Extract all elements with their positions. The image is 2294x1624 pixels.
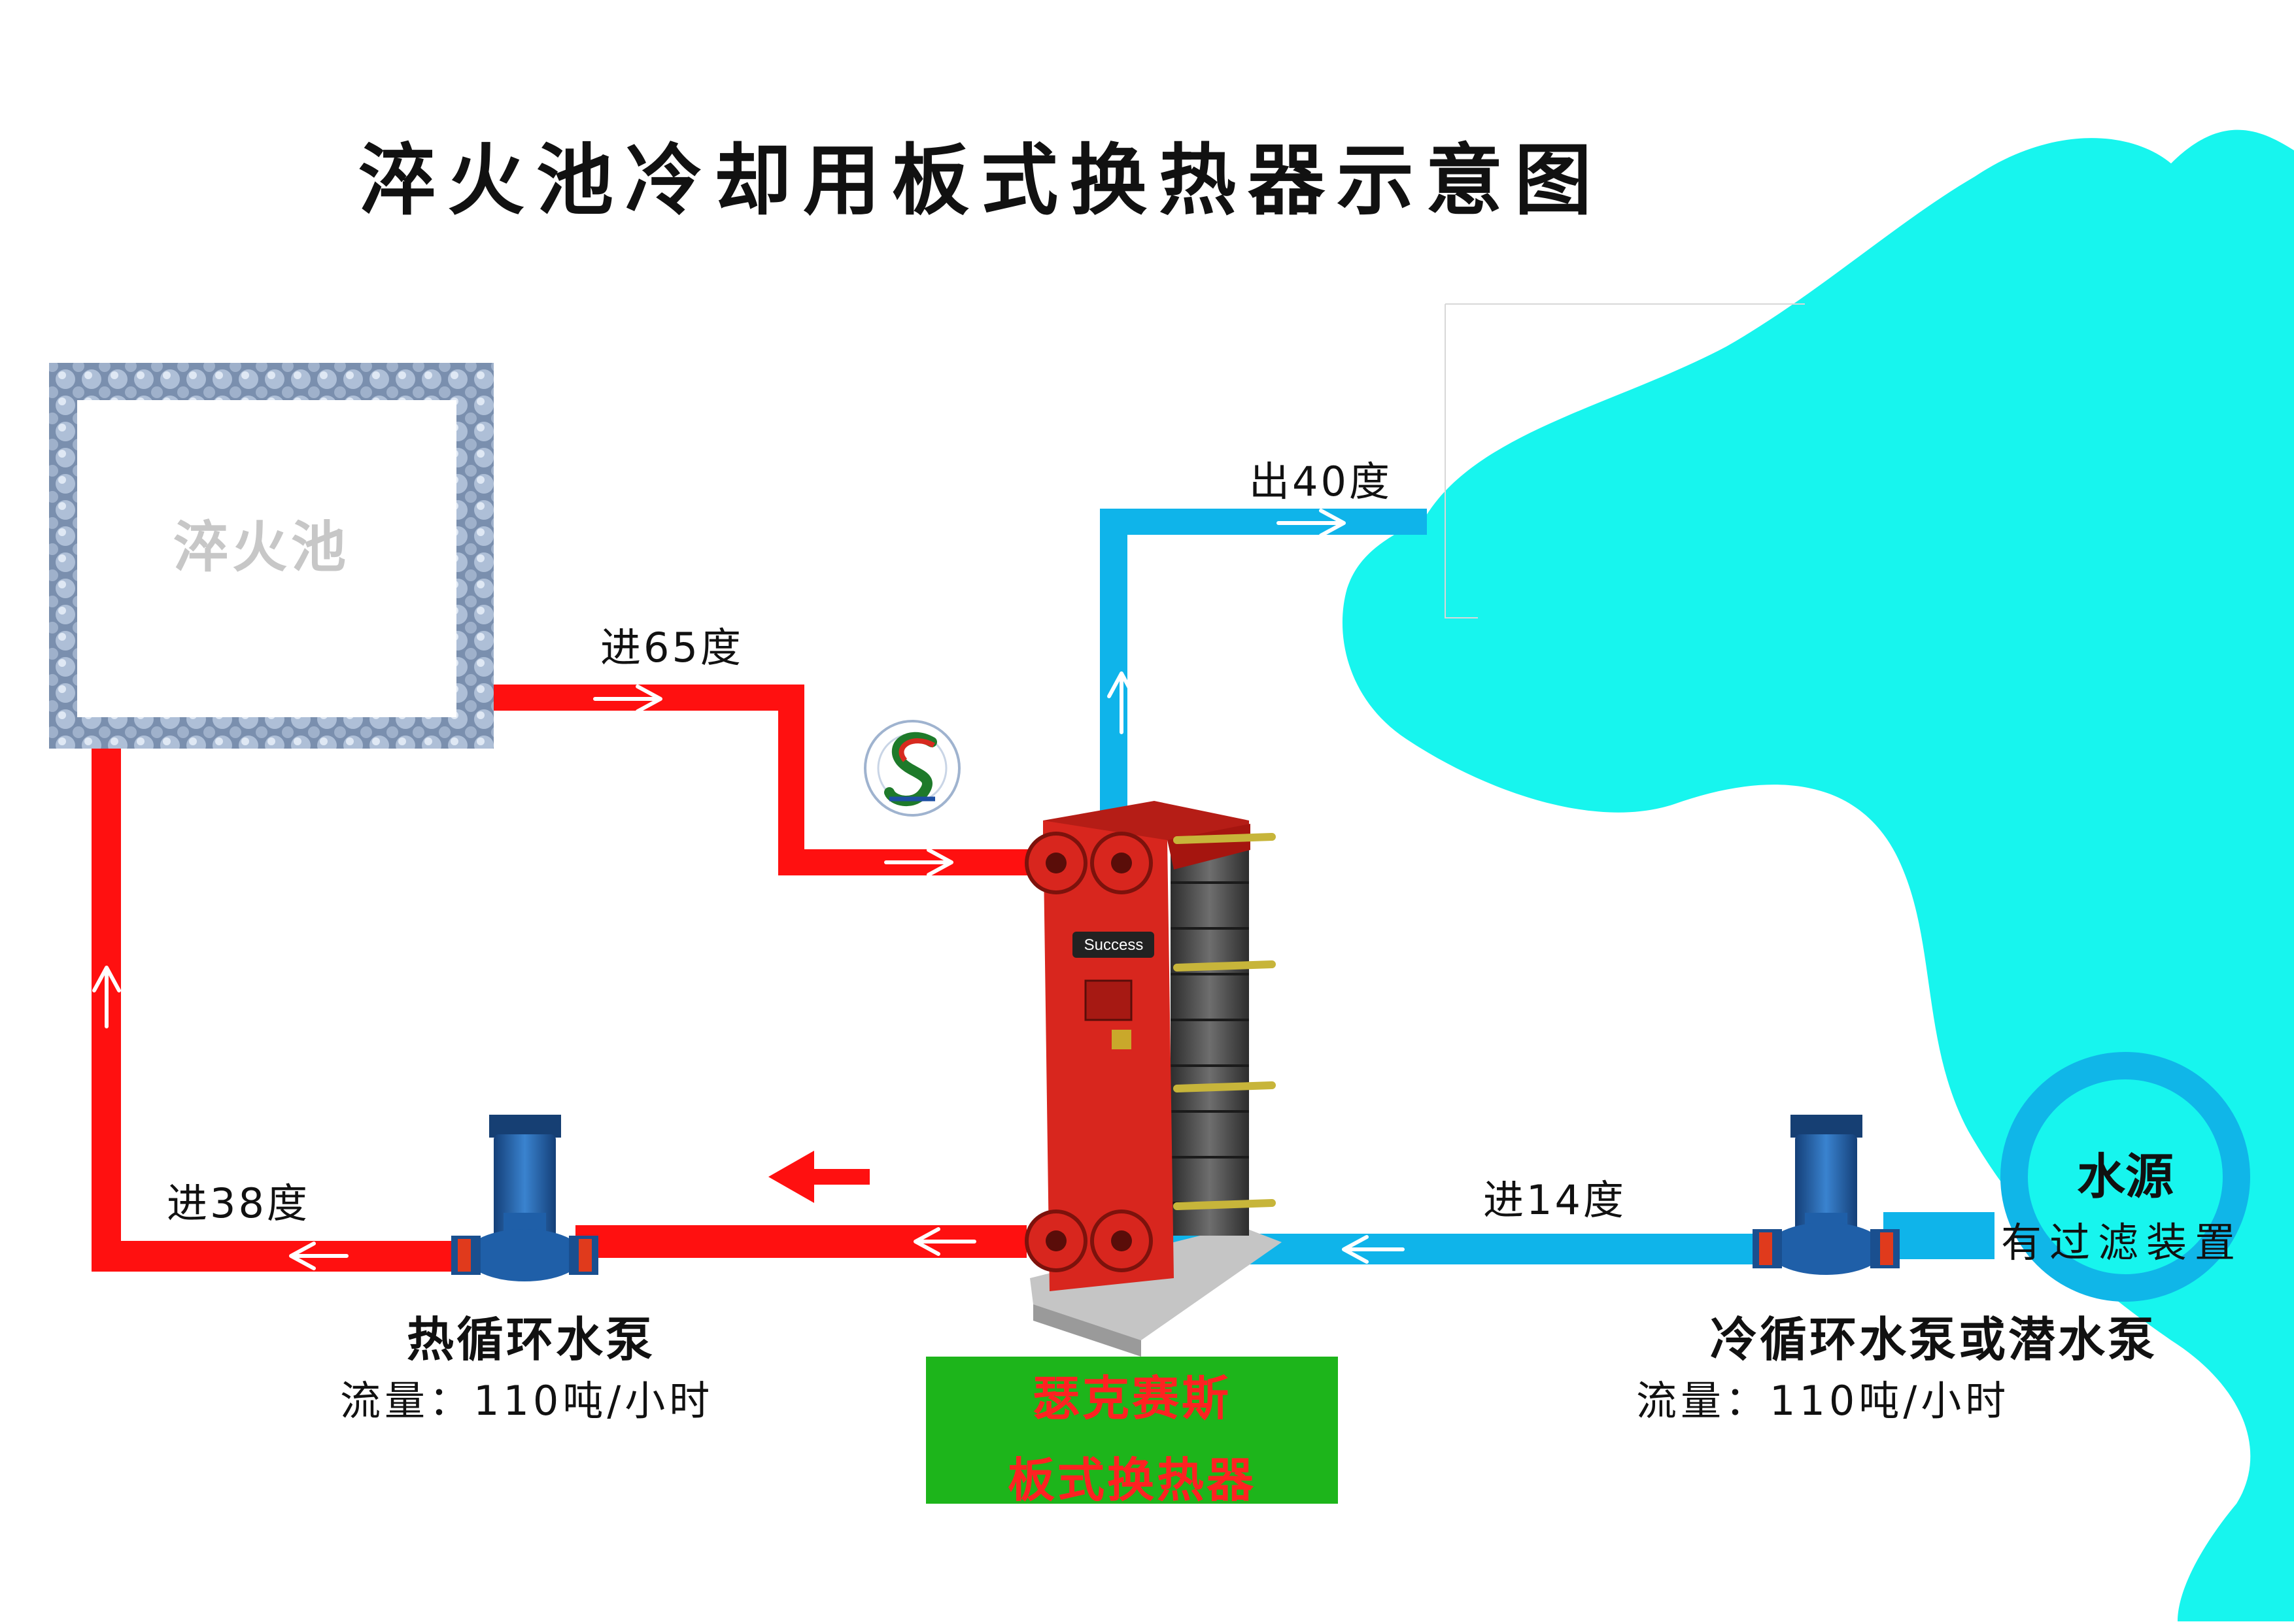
cold-pump-name: 冷循环水泵或潜水泵 (1710, 1312, 2158, 1367)
arrow-right-icon (1276, 509, 1346, 537)
cold-pump-icon (1753, 1115, 1900, 1275)
water-source-title: 水源 (2077, 1149, 2174, 1205)
hot-pump-flow: 流量：110吨/小时 (340, 1377, 714, 1425)
flow-arrows (92, 509, 1405, 1270)
quench-pool-label: 淬火池 (173, 515, 350, 579)
arrow-left-icon (914, 1227, 976, 1256)
plate-heat-exchanger: Success (1025, 801, 1282, 1357)
diagram-title: 淬火池冷却用板式换热器示意图 (358, 135, 1603, 226)
arrow-up-icon (1107, 671, 1136, 734)
water-outline (1445, 303, 1805, 618)
hot-inlet-temp: 进65度 (600, 624, 744, 671)
cold-outlet-temp: 出40度 (1249, 458, 1392, 505)
hot-pump-icon (451, 1115, 598, 1281)
brand-product: 板式换热器 (1007, 1453, 1256, 1508)
arrow-left-icon (289, 1242, 349, 1270)
quench-pool-interior (77, 400, 456, 717)
water-body (1342, 129, 2294, 1621)
water-source-subtitle: 有过滤装置 (2001, 1219, 2244, 1266)
cold-inlet-temp: 进14度 (1483, 1176, 1626, 1224)
company-seal-icon (864, 720, 961, 817)
water-source-ring (2000, 1052, 2250, 1302)
hot-pump-name: 热循环水泵 (407, 1312, 656, 1367)
arrow-right-icon (884, 848, 953, 877)
brand-name: 瑟克赛斯 (1032, 1371, 1231, 1426)
arrow-left-icon (1342, 1235, 1405, 1264)
arrow-right-icon (593, 685, 662, 713)
hot-return-temp: 进38度 (167, 1179, 310, 1227)
direction-arrow-icon (768, 1151, 870, 1203)
brand-box (926, 1357, 1338, 1504)
cold-pump-flow: 流量：110吨/小时 (1636, 1377, 2010, 1425)
exchanger-logo-text: Success (1084, 936, 1144, 954)
arrow-up-icon (92, 966, 121, 1028)
